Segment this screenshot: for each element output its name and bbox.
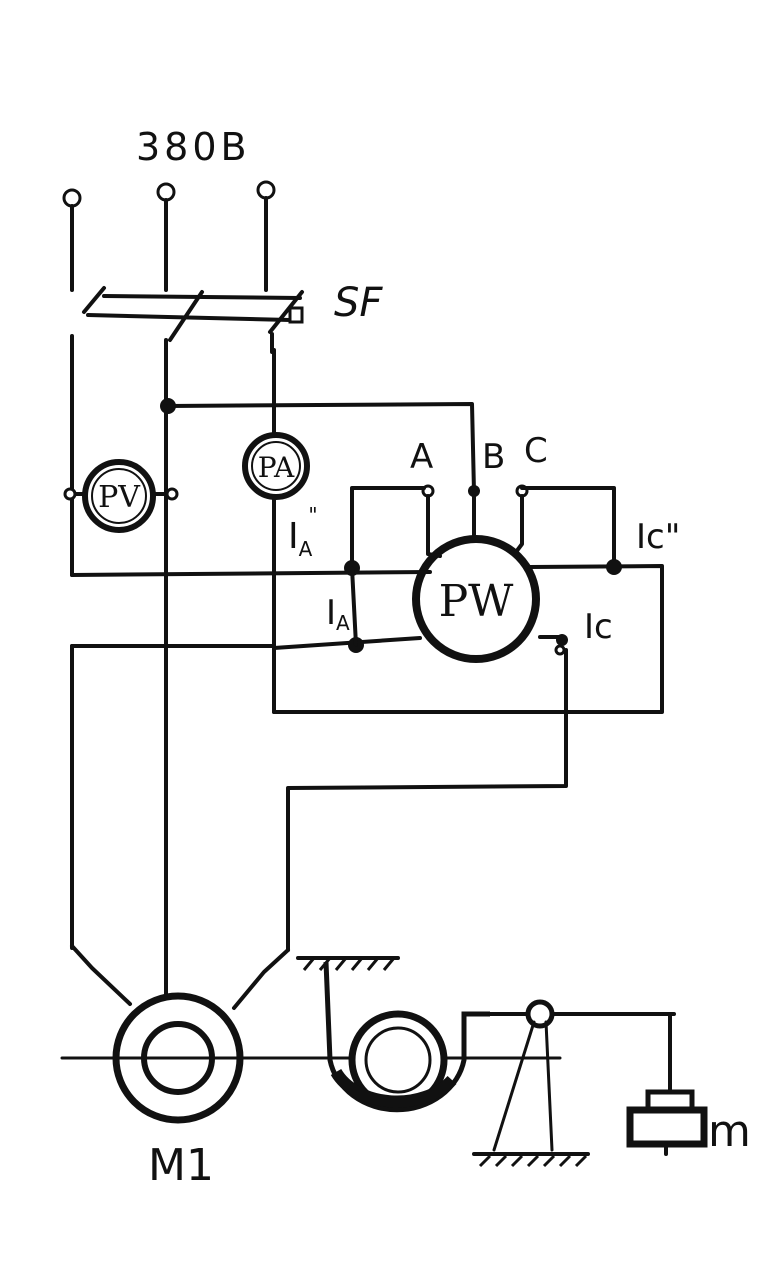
phase-lines [70,348,276,987]
brake-drum [296,956,490,1113]
current-ic: Ic [584,607,613,647]
terminal-c-label: C [524,431,548,471]
ammeter-pa: PA [242,432,310,500]
supply-terminal-2 [156,182,176,202]
current-loop-a [70,486,432,653]
breaker-label: SF [334,280,383,326]
terminal-a-label: A [410,437,433,477]
current-loop-c [272,486,664,952]
supply-terminal-3 [256,180,276,200]
supply-terminal-1 [62,188,82,208]
supply-voltage-label: 380B [136,125,251,169]
terminal-b-label: B [482,437,505,477]
ammeter-label: PA [258,451,295,484]
motor-feeds [70,944,290,1010]
current-ia: IA [326,593,350,635]
voltmeter-label: PV [98,480,141,515]
lever-assembly [472,999,708,1168]
breaker-sf [70,286,304,354]
voltmeter-pv: PV [63,459,179,533]
motor-label: M1 [148,1140,214,1191]
current-ia-prime: IA" [288,503,318,561]
wattmeter-terminals: A B C [410,431,548,558]
wattmeter-label: PW [439,576,515,627]
current-ic-prime: Ic" [636,517,680,557]
wattmeter-pw: PW [412,535,540,663]
supply-terminals [62,180,276,292]
motor-m1 [60,992,562,1124]
load-label: m [708,1106,751,1157]
